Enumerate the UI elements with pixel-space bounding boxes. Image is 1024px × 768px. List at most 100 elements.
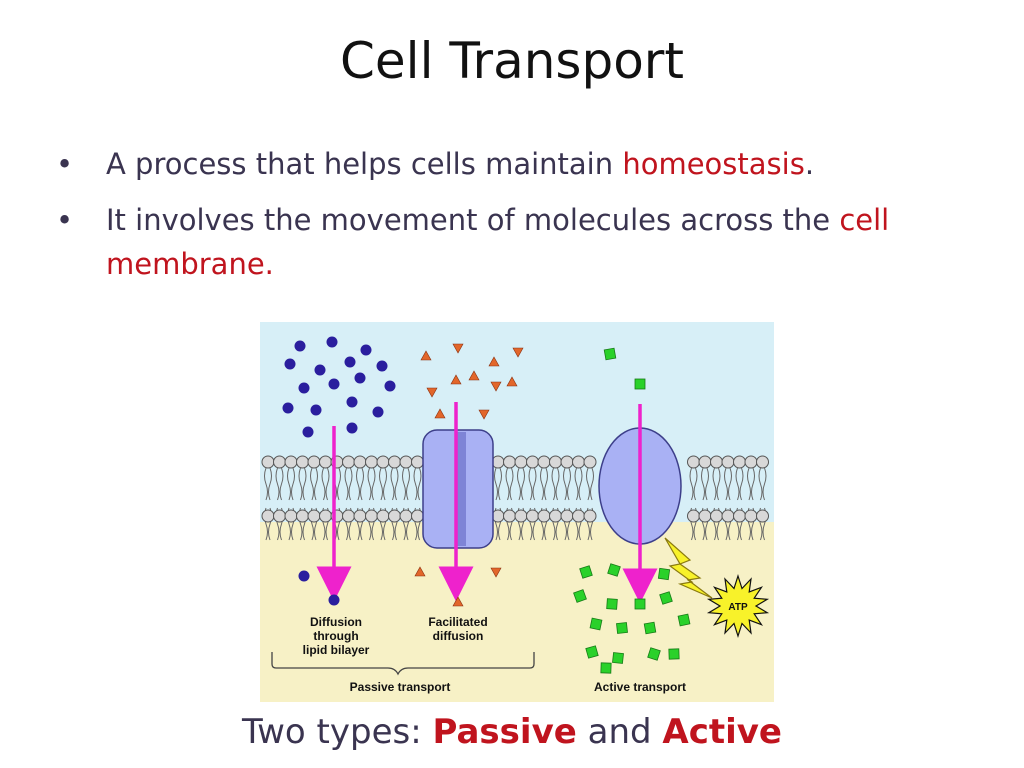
circle-molecule: [328, 594, 340, 606]
passive-transport-bracket: [271, 652, 535, 676]
caption: Two types: Passive and Active: [0, 712, 1024, 752]
active-transport-label: Active transport: [594, 680, 686, 694]
lipid-head: [503, 455, 516, 469]
lipid-head: [560, 455, 574, 469]
bullet-marker: •: [56, 203, 74, 237]
square-molecule: [634, 598, 646, 610]
circle-molecule: [298, 570, 310, 582]
square-molecule: [585, 645, 599, 659]
circle-molecule: [346, 422, 358, 434]
lipid-head: [353, 509, 367, 523]
square-molecule: [643, 621, 657, 635]
circle-molecule: [384, 380, 396, 392]
lipid-tail: [563, 467, 571, 501]
square-molecule: [647, 647, 661, 661]
lipid-tail: [367, 467, 376, 501]
triangle-molecule: [490, 567, 502, 578]
lipid-head: [560, 509, 574, 523]
bullet-highlight-homeostasis: homeostasis: [622, 147, 805, 181]
lipid-tail: [689, 467, 698, 501]
circle-molecule: [372, 406, 384, 418]
circle-molecule: [302, 426, 314, 438]
molecules: [282, 336, 691, 674]
lipid-head: [503, 509, 516, 523]
lipid-head: [572, 509, 585, 523]
lipid-head: [342, 455, 355, 469]
passive-transport-label: Passive transport: [350, 680, 451, 694]
lipid-tail: [264, 467, 272, 501]
diffusion-label-line: through: [313, 629, 358, 643]
lipid-head: [319, 455, 332, 469]
lipid-tail: [758, 467, 767, 501]
triangle-molecule: [452, 596, 464, 607]
lipid-head: [756, 455, 769, 469]
bullet-text: It involves the movement of molecules ac…: [106, 203, 840, 237]
bullet-highlight-cell-membrane: cell membrane.: [106, 203, 890, 281]
square-molecule: [607, 563, 621, 577]
caption-passive: Passive: [432, 712, 577, 752]
square-molecule: [589, 617, 603, 631]
lipid-head: [342, 509, 355, 523]
lipid-head: [733, 455, 746, 469]
square-molecule: [606, 598, 618, 610]
lipid-head: [399, 509, 413, 523]
circle-molecule: [354, 372, 366, 384]
lipid-tail: [344, 467, 353, 501]
lipid-tail: [528, 467, 537, 501]
lipid-head: [537, 455, 551, 469]
lipid-head: [733, 509, 746, 523]
facilitated-label-line: diffusion: [433, 629, 484, 643]
square-molecule: [657, 567, 671, 581]
triangle-molecule: [478, 409, 490, 420]
triangle-molecule: [506, 376, 518, 387]
lipid-head: [284, 509, 298, 523]
square-molecule: [603, 347, 617, 361]
lipid-head: [376, 509, 390, 523]
triangle-molecule: [452, 343, 464, 354]
circle-molecule: [294, 340, 306, 352]
lipid-head: [698, 509, 712, 523]
lipid-tail: [390, 467, 399, 501]
lipid-tail: [551, 467, 560, 501]
lipid-tail: [701, 467, 709, 501]
lipid-tail: [310, 467, 318, 501]
square-molecule: [579, 565, 593, 579]
lipid-head: [376, 455, 390, 469]
lipid-tail: [275, 467, 284, 501]
circle-molecule: [282, 402, 294, 414]
lipid-tail: [712, 467, 721, 501]
lipid-head: [399, 455, 413, 469]
circle-molecule: [346, 396, 358, 408]
cell-transport-diagram: ATP Diffusion through lipid bilayer Faci…: [260, 322, 774, 702]
bullet-item-membrane: • It involves the movement of molecules …: [56, 198, 986, 286]
square-molecule: [612, 652, 624, 664]
triangle-molecule: [490, 381, 502, 392]
circle-molecule: [310, 404, 322, 416]
square-molecule: [616, 622, 628, 634]
square-molecule: [573, 589, 587, 603]
lipid-tail: [379, 467, 387, 501]
triangle-molecule: [420, 350, 432, 361]
lipid-head: [687, 455, 700, 469]
diffusion-label-line: lipid bilayer: [303, 643, 370, 657]
circle-molecule: [344, 356, 356, 368]
lipid-head: [307, 509, 321, 523]
caption-middle: and: [576, 712, 663, 752]
channel-protein-divider: [456, 432, 466, 546]
lipid-head: [721, 509, 735, 523]
triangle-molecule: [426, 387, 438, 398]
square-molecule: [677, 613, 691, 627]
lipid-tail: [505, 467, 514, 501]
lipid-tail: [724, 467, 732, 501]
lipid-head: [526, 455, 539, 469]
bullet-marker: •: [56, 147, 74, 181]
circle-molecule: [326, 336, 338, 348]
lipid-head: [388, 455, 401, 469]
caption-active: Active: [662, 712, 782, 752]
triangle-molecule: [512, 347, 524, 358]
lipid-head: [537, 509, 551, 523]
lipid-bilayer: [261, 455, 769, 541]
lipid-head: [710, 509, 723, 523]
lipid-tail: [287, 467, 295, 501]
caption-prefix: Two types:: [241, 712, 433, 752]
